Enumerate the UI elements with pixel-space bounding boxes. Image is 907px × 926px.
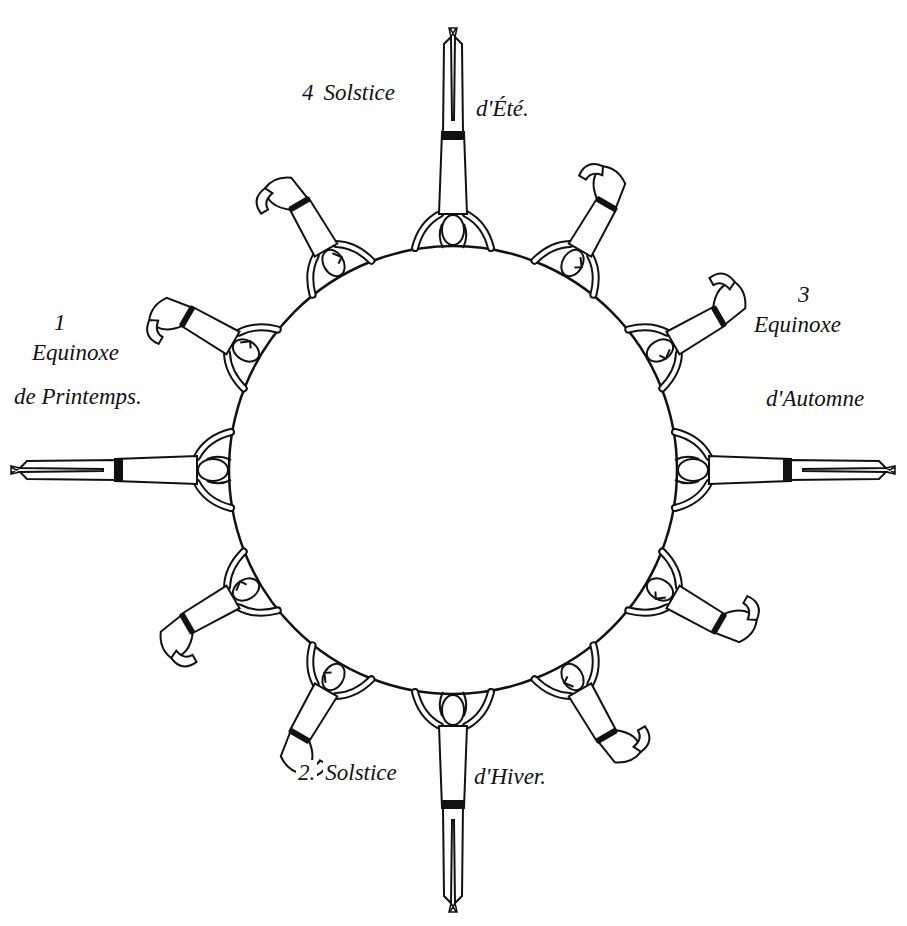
season-label: 4 [300, 80, 316, 105]
season-label: d'Automne [764, 386, 866, 411]
season-label: Solstice [322, 80, 398, 105]
season-label: 3 [796, 282, 812, 307]
season-label: 2. [296, 760, 317, 785]
season-label: d'Été. [474, 96, 531, 121]
season-label: Solstice [323, 760, 399, 785]
season-label: Equinoxe [752, 312, 843, 337]
season-label: de Printemps. [12, 384, 144, 409]
season-label: Equinoxe [30, 340, 121, 365]
season-label: d'Hiver. [472, 764, 548, 789]
season-label: 1 [52, 310, 68, 335]
